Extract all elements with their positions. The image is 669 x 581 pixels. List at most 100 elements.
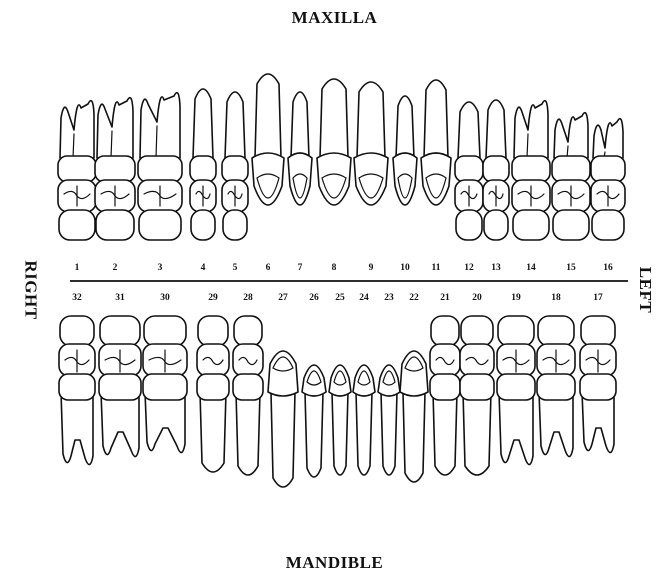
root-shape (357, 82, 385, 158)
crown-lingual (484, 210, 508, 240)
root-shape (193, 89, 213, 158)
root-shape (514, 101, 548, 158)
lower-tooth-30[interactable]: 30 (143, 293, 187, 453)
upper-tooth-4[interactable]: 4 (190, 89, 216, 273)
crown-labial (353, 365, 375, 396)
upper-tooth-16[interactable]: 16 (591, 119, 625, 273)
crown-occlusal (430, 344, 460, 376)
upper-tooth-7[interactable]: 7 (288, 92, 312, 273)
crown-lingual (456, 210, 482, 240)
root-shape (320, 79, 348, 158)
crown-buccal (430, 374, 460, 400)
crown-occlusal (197, 344, 229, 376)
upper-tooth-8[interactable]: 8 (317, 79, 351, 273)
root-shape (381, 392, 397, 475)
lower-tooth-28[interactable]: 28 (233, 293, 263, 475)
tooth-number: 24 (359, 293, 369, 303)
upper-tooth-12[interactable]: 12 (455, 102, 483, 273)
tooth-number: 25 (335, 293, 345, 303)
upper-tooth-9[interactable]: 9 (354, 82, 388, 273)
tooth-number: 2 (113, 263, 118, 273)
lower-tooth-25[interactable]: 25 (329, 293, 351, 475)
root-shape (305, 392, 323, 477)
tooth-number: 26 (309, 293, 319, 303)
upper-tooth-3[interactable]: 3 (138, 93, 182, 273)
crown-labial (329, 365, 351, 396)
crown-buccal (138, 156, 182, 182)
root-shape (145, 392, 185, 453)
upper-tooth-1[interactable]: 1 (58, 101, 96, 273)
tooth-number: 11 (432, 263, 441, 273)
upper-tooth-2[interactable]: 2 (95, 98, 135, 273)
lower-tooth-26[interactable]: 26 (302, 293, 326, 477)
root-shape (271, 392, 295, 487)
crown-lingual (498, 316, 534, 346)
root-shape (101, 392, 139, 457)
upper-tooth-15[interactable]: 15 (552, 113, 590, 273)
crown-lingual (60, 316, 94, 346)
crown-lingual (223, 210, 247, 240)
crown-buccal (591, 156, 625, 182)
root-shape (458, 102, 480, 158)
tooth-number: 6 (266, 263, 271, 273)
upper-tooth-6[interactable]: 6 (252, 74, 284, 273)
crown-lingual (198, 316, 228, 346)
upper-tooth-10[interactable]: 10 (393, 96, 417, 273)
crown-lingual (513, 210, 549, 240)
lower-tooth-21[interactable]: 21 (430, 293, 460, 475)
root-shape (356, 392, 372, 475)
tooth-number: 30 (160, 293, 170, 303)
crown-buccal (497, 374, 535, 400)
crown-buccal (222, 156, 248, 182)
lower-tooth-29[interactable]: 29 (197, 293, 229, 472)
root-shape (433, 392, 457, 475)
lower-tooth-27[interactable]: 27 (268, 293, 298, 487)
tooth-number: 19 (511, 293, 521, 303)
tooth-number: 17 (593, 293, 603, 303)
tooth-number: 32 (72, 293, 82, 303)
tooth-number: 3 (158, 263, 163, 273)
tooth-number: 5 (233, 263, 238, 273)
tooth-number: 16 (603, 263, 613, 273)
crown-buccal (460, 374, 494, 400)
upper-tooth-13[interactable]: 13 (483, 100, 509, 273)
lower-tooth-18[interactable]: 18 (537, 293, 575, 457)
tooth-number: 9 (369, 263, 374, 273)
root-shape (200, 392, 226, 472)
lower-tooth-20[interactable]: 20 (460, 293, 494, 475)
root-shape (539, 392, 573, 457)
tooth-number: 22 (409, 293, 419, 303)
lower-tooth-17[interactable]: 17 (580, 293, 616, 453)
lower-tooth-22[interactable]: 22 (400, 293, 428, 482)
lower-tooth-24[interactable]: 24 (353, 293, 375, 475)
upper-tooth-5[interactable]: 5 (222, 92, 248, 273)
crown-lingual (234, 316, 262, 346)
tooth-number: 1 (75, 263, 80, 273)
lower-tooth-31[interactable]: 31 (99, 293, 141, 457)
crown-lingual (538, 316, 574, 346)
root-shape (332, 392, 348, 475)
root-shape (225, 92, 245, 158)
crown-buccal (190, 156, 216, 182)
lower-tooth-23[interactable]: 23 (378, 293, 400, 475)
root-shape (463, 392, 491, 475)
crown-occlusal (460, 344, 494, 376)
root-shape (396, 96, 414, 158)
tooth-number: 15 (566, 263, 576, 273)
upper-tooth-14[interactable]: 14 (512, 101, 550, 273)
tooth-number: 20 (472, 293, 482, 303)
root-shape (582, 392, 614, 453)
upper-tooth-11[interactable]: 11 (421, 80, 451, 273)
lower-tooth-32[interactable]: 32 (59, 293, 95, 465)
tooth-number: 27 (278, 293, 288, 303)
crown-lingual (96, 210, 134, 240)
root-shape (554, 113, 588, 158)
crown-labial (400, 351, 428, 396)
lower-tooth-19[interactable]: 19 (497, 293, 535, 465)
crown-labial (268, 351, 298, 396)
tooth-number: 13 (491, 263, 501, 273)
tooth-number: 10 (400, 263, 410, 273)
crown-lingual (461, 316, 493, 346)
